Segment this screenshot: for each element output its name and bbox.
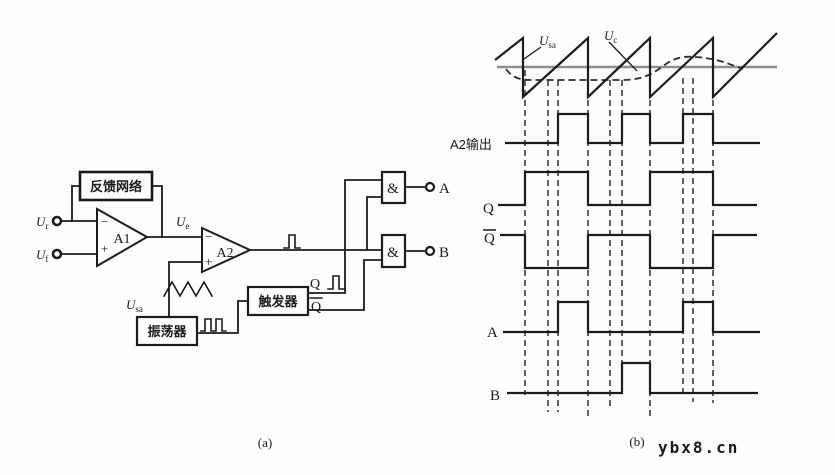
caption-b: (b) xyxy=(629,434,644,449)
and-gate-a-box xyxy=(380,170,407,205)
a2-plus-sign: + xyxy=(205,254,212,269)
usa-pointer-line xyxy=(523,46,542,60)
wire-q-to-gate-a xyxy=(307,179,383,294)
pulse-icon-a2 xyxy=(283,234,301,249)
output-b-terminal xyxy=(424,245,436,257)
and-gate-a-symbol: & xyxy=(387,181,399,197)
timing-diagram: Usa Uc A2输出 Q Q A B xyxy=(450,28,778,416)
ue-label: Ue xyxy=(176,214,189,231)
usa-wave-label: Usa xyxy=(539,33,556,50)
waveform-A2-output xyxy=(505,112,760,145)
row-label-a2-output: A2输出 xyxy=(450,137,492,152)
terminal-a-label: A xyxy=(439,181,450,197)
q-output-label: Q xyxy=(310,277,320,292)
uc-wave-label: Uc xyxy=(604,28,617,45)
and-gate-b-symbol: & xyxy=(387,245,399,261)
ur-terminal xyxy=(51,215,63,227)
waveform-A xyxy=(503,300,760,334)
terminal-b-label: B xyxy=(439,245,449,261)
timing-waveforms xyxy=(494,32,778,416)
qbar-output-label: Q xyxy=(311,300,321,315)
wire-qbar-to-gate-b xyxy=(307,259,383,311)
wire-osc-to-trigger xyxy=(196,300,249,334)
usa-label: Usa xyxy=(126,297,143,314)
wire-usa-to-a2 xyxy=(168,261,203,318)
a1-plus-sign: + xyxy=(101,241,108,256)
uc-control-curve xyxy=(505,55,744,81)
pulse-icon-q xyxy=(327,275,345,290)
a1-minus-sign: − xyxy=(101,214,108,229)
trigger-label: 触发器 xyxy=(257,294,298,309)
waveform-Q-bar xyxy=(500,233,757,270)
uc-pointer-line xyxy=(608,41,638,72)
feedback-network-box xyxy=(78,170,154,202)
pulse-train-icon xyxy=(200,318,227,332)
a2-minus-sign: − xyxy=(205,229,212,244)
oscillator-box xyxy=(135,315,199,347)
row-label-b: B xyxy=(490,388,500,404)
comparator-a2-triangle xyxy=(201,226,253,274)
captions: (a) (b) ybx8.cn xyxy=(258,434,739,457)
opamp-a1-triangle xyxy=(96,207,150,268)
uf-terminal xyxy=(51,248,63,260)
oscillator-label: 振荡器 xyxy=(147,324,187,339)
wire-feedback-right xyxy=(151,185,163,238)
sawtooth-icon xyxy=(162,280,214,298)
amp-a2-label: A2 xyxy=(216,246,233,261)
row-label-a: A xyxy=(487,325,498,341)
usa-sawtooth-wave xyxy=(494,32,778,100)
ur-label: Ur xyxy=(36,214,48,231)
amp-a1-label: A1 xyxy=(113,232,130,247)
row-label-q: Q xyxy=(483,201,494,217)
wire-feedback-left xyxy=(71,185,81,222)
row-label-qbar: Q xyxy=(484,231,495,247)
waveform-B xyxy=(507,361,758,395)
feedback-network-label: 反馈网络 xyxy=(90,179,142,194)
block-diagram: 反馈网络 振荡器 触发器 A1 A2 & & − + − + Ur Uf Ue … xyxy=(36,170,450,347)
uf-label: Uf xyxy=(36,247,48,264)
waveform-Q xyxy=(498,170,757,207)
trigger-box xyxy=(246,285,310,317)
watermark: ybx8.cn xyxy=(658,438,739,457)
and-gate-b-box xyxy=(380,233,407,269)
caption-a: (a) xyxy=(258,435,272,450)
wire-a2-branch-to-gate-a xyxy=(366,196,383,251)
output-a-terminal xyxy=(424,181,436,193)
